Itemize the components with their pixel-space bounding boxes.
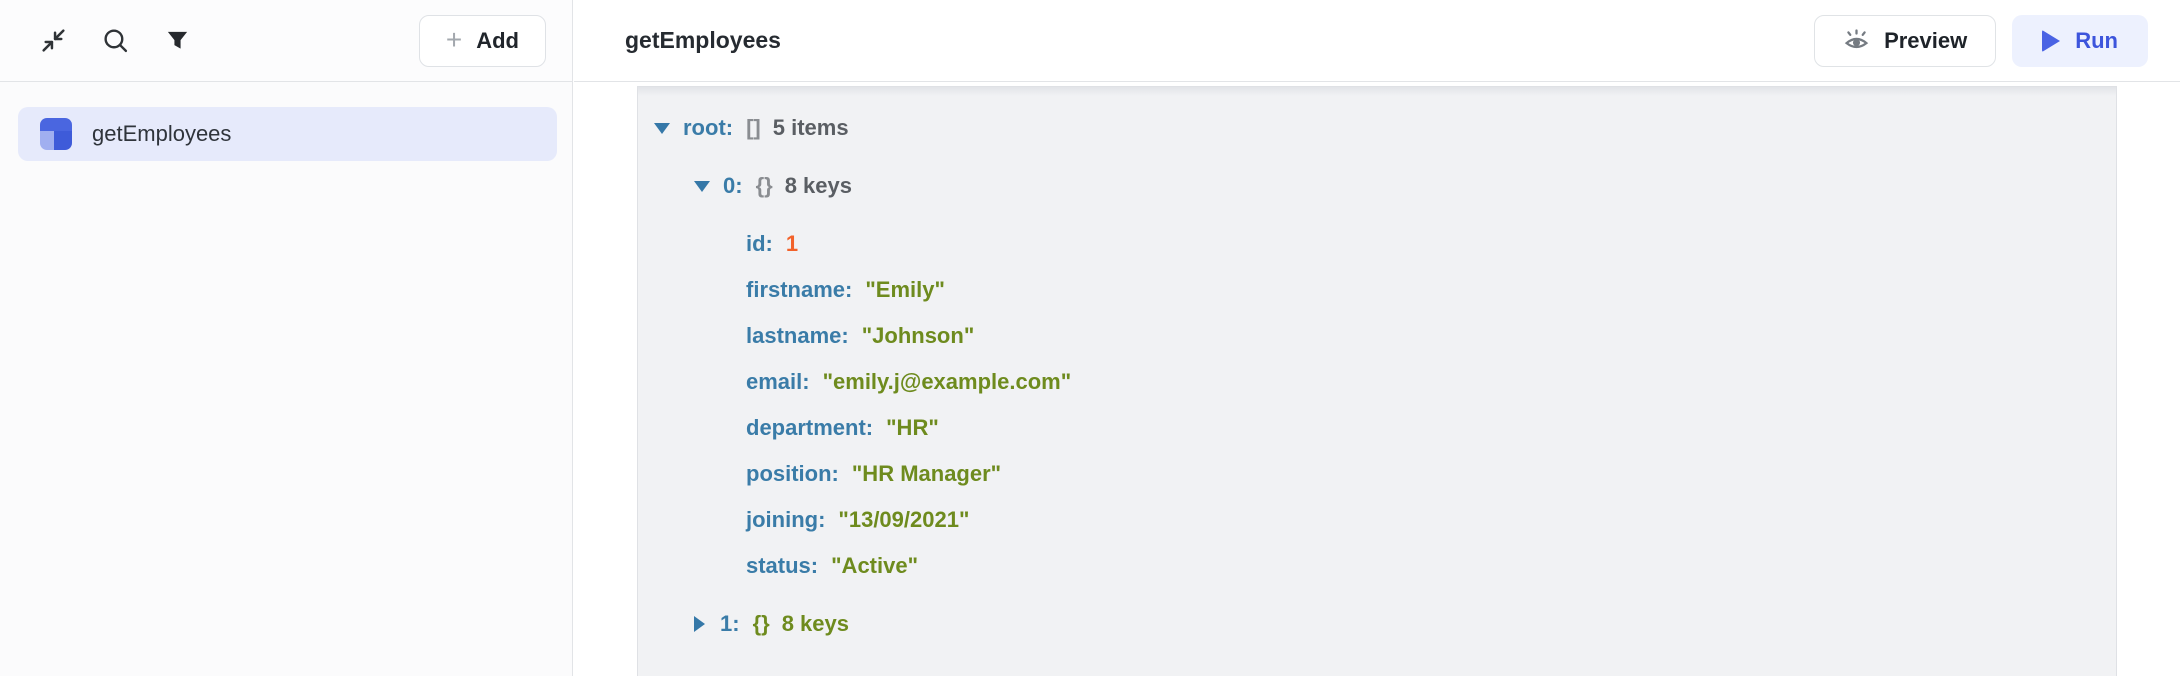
sidebar-item-getemployees[interactable]: getEmployees [18,107,557,161]
json-brackets: [] [746,115,761,140]
json-value: "HR Manager" [851,461,1002,486]
json-node-row: 0: {} 8 keys [638,163,2116,209]
add-button-label: Add [476,27,519,53]
json-response-panel: root: [] 5 items 0: {} 8 keys id: 1 firs… [637,86,2117,676]
play-icon [2042,29,2061,52]
json-value: "Emily" [865,277,945,302]
sidebar-item-label: getEmployees [92,121,232,146]
chevron-down-icon[interactable] [694,180,710,192]
json-entry-row: id: 1 [638,221,2116,267]
json-summary: 8 keys [784,173,852,198]
json-key: email: [746,369,810,394]
run-button[interactable]: Run [2012,14,2148,67]
json-key: firstname: [746,277,853,302]
json-entry-row: email: "emily.j@example.com" [638,359,2116,405]
json-key: joining: [746,507,826,532]
sidebar-toolbar: + Add [0,0,573,82]
preview-button-label: Preview [1884,27,1968,53]
json-entry-row: department: "HR" [638,405,2116,451]
add-button[interactable]: + Add [418,14,546,67]
json-value: 1 [785,231,799,256]
json-brackets: {} [755,173,773,198]
json-value: "HR" [886,415,939,440]
json-key: 1: [720,611,740,636]
json-key: position: [746,461,839,486]
json-root-row: root: [] 5 items [638,105,2116,151]
json-summary: 8 keys [781,611,849,636]
preview-button[interactable]: Preview [1814,14,1997,67]
json-key: lastname: [746,323,849,348]
search-icon[interactable] [100,26,130,56]
json-entry-row: joining: "13/09/2021" [638,497,2116,543]
json-value: "13/09/2021" [838,507,970,532]
json-value: "Active" [831,553,919,578]
json-entry-row: lastname: "Johnson" [638,313,2116,359]
header-actions: Preview Run [1814,14,2148,67]
sidebar: getEmployees [0,82,573,676]
eye-icon [1843,27,1870,54]
page-title: getEmployees [625,27,781,53]
chevron-down-icon[interactable] [654,122,670,134]
filter-icon[interactable] [162,26,192,56]
json-entry-row: firstname: "Emily" [638,267,2116,313]
json-value: "emily.j@example.com" [822,369,1072,394]
json-brackets: {} [752,611,770,636]
json-value: "Johnson" [861,323,975,348]
json-entry-row: position: "HR Manager" [638,451,2116,497]
json-key: status: [746,553,819,578]
run-button-label: Run [2075,27,2118,53]
json-key: id: [746,231,773,256]
json-key: 0: [723,173,743,198]
collapse-sidebar-icon[interactable] [38,26,68,56]
query-module-icon [40,118,72,150]
json-node-row: 1: {} 8 keys [638,601,2116,647]
json-key: department: [746,415,874,440]
chevron-right-icon[interactable] [694,616,705,632]
json-key: root: [683,115,734,140]
main-header: getEmployees Preview Run [574,0,2180,82]
json-entry-row: status: "Active" [638,543,2116,589]
json-summary: 5 items [772,115,849,140]
plus-icon: + [445,23,463,55]
